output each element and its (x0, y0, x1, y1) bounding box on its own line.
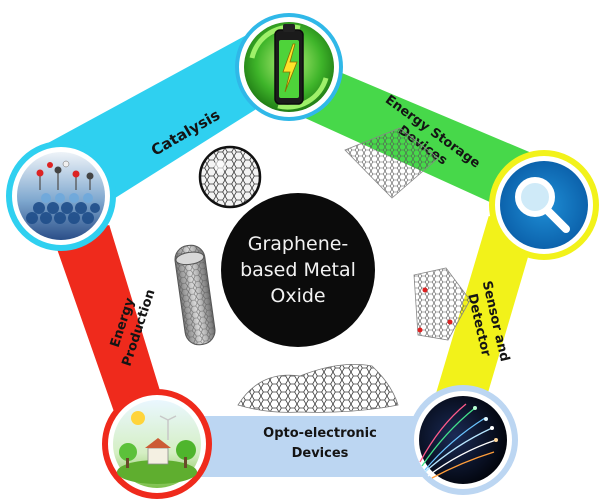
graphene-sheet-icon (344, 127, 471, 341)
optical-fiber-icon (408, 385, 518, 495)
opto-label-line2: Devices (292, 446, 349, 461)
nanotube-icon (174, 244, 216, 346)
magnifier-icon (489, 150, 599, 260)
opto-label-line1: Opto-electronic (263, 426, 377, 441)
fullerene-icon (198, 145, 262, 209)
opto-label-group: Opto-electronic Devices (263, 426, 377, 461)
center-line-2: based Metal (240, 259, 356, 281)
battery-icon (235, 13, 343, 121)
center-line-1: Graphene- (248, 233, 349, 255)
center-circle: Graphene- based Metal Oxide (221, 193, 375, 347)
green-city-icon (102, 389, 212, 499)
graphene-sheet-bottom-icon (237, 364, 399, 413)
center-line-3: Oxide (270, 285, 325, 307)
catalyst-surface-icon (6, 141, 116, 251)
